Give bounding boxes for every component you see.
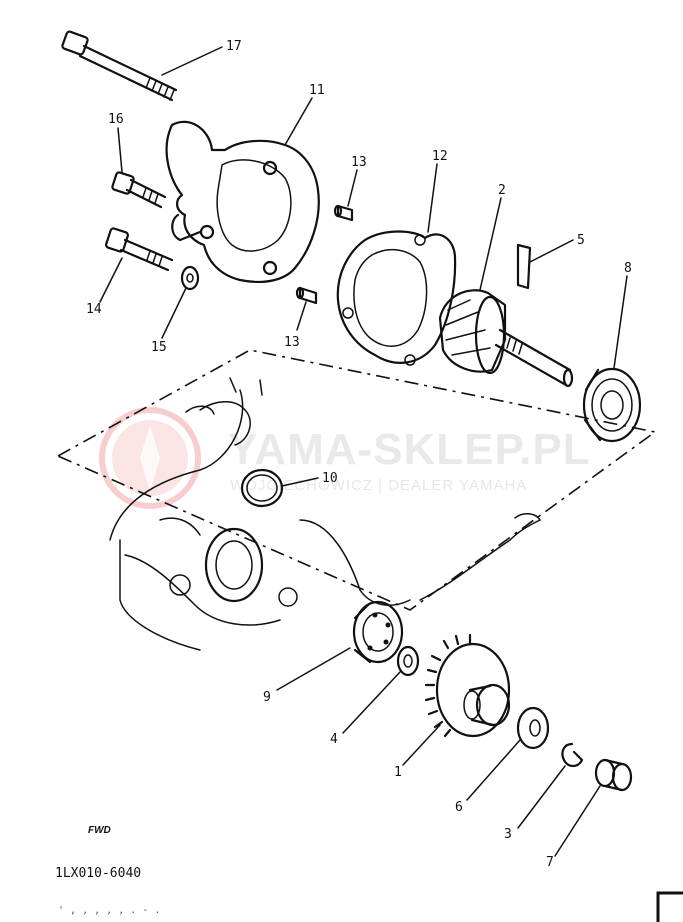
part-label: 13 <box>351 155 367 170</box>
impeller-shaft-2 <box>438 289 574 388</box>
part-label: 2 <box>498 183 506 198</box>
washer-6 <box>516 706 550 750</box>
part-label: 10 <box>322 471 338 486</box>
washer-15 <box>180 265 200 291</box>
fwd-label: FWD <box>88 825 111 836</box>
watermark-title: YAMA-SKLEP.PL <box>228 425 591 474</box>
crankcase-body <box>109 377 541 651</box>
part-label: 12 <box>432 149 448 164</box>
diagram-code: 1LX010-6040 <box>55 866 141 881</box>
part-label: 4 <box>330 732 338 747</box>
dowel-pin-13-upper <box>333 204 354 222</box>
watermark-subtitle: WOJCIECHOWICZ | DEALER YAMAHA <box>230 477 527 494</box>
pin-5 <box>516 243 532 290</box>
gasket-12 <box>336 230 457 366</box>
part-label: 11 <box>309 83 325 98</box>
water-pump-cover-11 <box>165 120 320 284</box>
yamaha-logo-watermark <box>99 407 201 509</box>
crankcase-outline <box>56 349 657 611</box>
part-label: 17 <box>226 39 242 54</box>
dowel-pin-13-lower <box>295 286 318 305</box>
part-label: 1 <box>394 765 402 780</box>
part-label: 7 <box>546 855 554 870</box>
part-label: 15 <box>151 340 167 355</box>
corner-crop-mark <box>656 891 683 922</box>
leader-lines <box>99 46 628 857</box>
gear-1 <box>424 633 511 738</box>
part-label: 3 <box>504 827 512 842</box>
part-label: 13 <box>284 335 300 350</box>
bearing-8 <box>582 367 642 443</box>
part-label: 16 <box>108 112 124 127</box>
bolt-16 <box>111 171 167 209</box>
bearing-9 <box>352 600 404 664</box>
part-label: 14 <box>86 302 102 317</box>
washer-4 <box>396 645 420 677</box>
collar-7 <box>594 758 633 792</box>
o-ring-10 <box>240 468 284 508</box>
bolt-14 <box>105 227 174 272</box>
footer-text: ' , , , , , . - . <box>58 905 160 916</box>
part-label: 5 <box>577 233 585 248</box>
forward-arrow-icon: FWD <box>88 825 111 836</box>
part-label: 9 <box>263 690 271 705</box>
part-label: 8 <box>624 261 632 276</box>
bolt-17 <box>61 30 178 102</box>
circlip-3 <box>561 742 584 768</box>
part-label: 6 <box>455 800 463 815</box>
